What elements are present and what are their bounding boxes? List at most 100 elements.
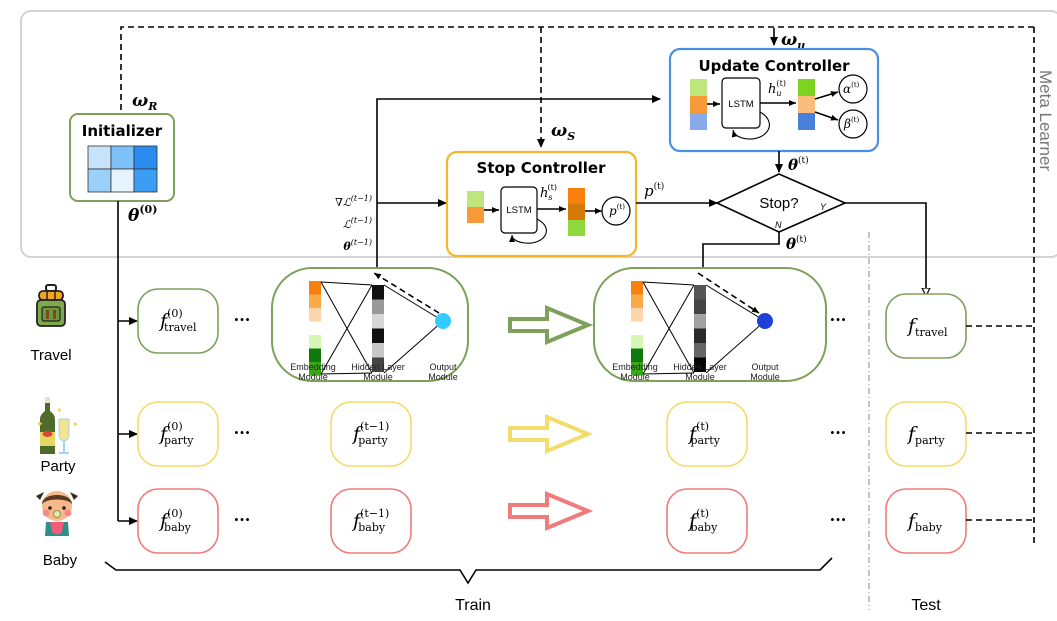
svg-text:✦: ✦ bbox=[56, 406, 63, 415]
hidden-cell bbox=[694, 328, 706, 343]
hollow-arrow-party bbox=[508, 414, 594, 454]
model-baby-prev-frame bbox=[330, 488, 412, 554]
svg-text:✦: ✦ bbox=[72, 420, 79, 429]
meta-learner-label: Meta Learner bbox=[1036, 70, 1055, 171]
module-label: Module bbox=[685, 372, 715, 382]
update-lstm-label: LSTM bbox=[728, 99, 753, 110]
connection bbox=[642, 281, 695, 286]
update-arrow bbox=[697, 272, 760, 314]
update-output-cell bbox=[798, 113, 815, 130]
model-baby-prev-label: f(t−1)baby bbox=[351, 507, 389, 534]
update-input-cell bbox=[690, 96, 707, 113]
embedding-cell bbox=[631, 321, 643, 335]
hidden-cell bbox=[372, 314, 384, 329]
stop-decision: Stop? Y N bbox=[715, 173, 847, 233]
beta-label: β(t) bbox=[843, 116, 859, 131]
embedding-cell bbox=[309, 294, 321, 308]
model-party-current-label: f(t)party bbox=[687, 420, 721, 447]
model-travel-initial-label: f(0)travel bbox=[158, 307, 197, 334]
ellipsis-marks: ·················· bbox=[234, 310, 847, 529]
hollow-arrow-travel bbox=[508, 305, 594, 345]
alpha-label: α(t) bbox=[843, 81, 860, 96]
model-baby-initial-frame bbox=[137, 488, 219, 554]
embedding-cell bbox=[631, 335, 643, 349]
model-baby-test: fbaby bbox=[885, 488, 967, 554]
module-label: Module bbox=[750, 372, 780, 382]
theta0-label: θ(0) bbox=[128, 203, 157, 226]
model-party-prev: f(t−1)party bbox=[330, 401, 412, 467]
update-output-vector bbox=[798, 79, 815, 130]
update-output-cell bbox=[798, 79, 815, 96]
task-label-baby: Baby bbox=[43, 552, 78, 569]
connection bbox=[320, 284, 373, 375]
loss-label: ℒ(t−1) bbox=[343, 216, 372, 231]
connection bbox=[642, 281, 695, 374]
stop-controller-block: Stop Controller LSTM hs(t) p(t) bbox=[445, 150, 638, 258]
ellipsis: ··· bbox=[234, 510, 251, 529]
module-label: Hidden Layer bbox=[673, 362, 727, 372]
model-baby-initial-label: f(0)baby bbox=[158, 507, 192, 534]
connection bbox=[642, 284, 695, 375]
model-party-current: f(t)party bbox=[666, 401, 748, 467]
update-input-cell bbox=[690, 113, 707, 130]
ellipsis: ··· bbox=[830, 510, 847, 529]
grid-cell bbox=[87, 145, 112, 170]
output-node bbox=[757, 313, 773, 329]
grid-cell bbox=[133, 168, 158, 193]
module-label: Embedding bbox=[290, 362, 336, 372]
stop-lstm-label: LSTM bbox=[506, 205, 531, 216]
embedding-cell bbox=[309, 308, 321, 322]
grid-cell bbox=[87, 168, 112, 193]
embedding-cell bbox=[309, 348, 321, 362]
initializer-parameter-grid bbox=[87, 145, 158, 193]
train-label: Train bbox=[455, 597, 491, 614]
output-node bbox=[435, 313, 451, 329]
decision-yes: Y bbox=[820, 202, 827, 212]
model-party-initial-frame bbox=[137, 401, 219, 467]
task-model-grid: f(0)travel ftravel f(0)party f(t−1)party f(t… bbox=[137, 288, 967, 554]
backprop-arrow bbox=[373, 272, 440, 314]
update-arrows bbox=[508, 305, 594, 531]
connection bbox=[320, 281, 373, 286]
ellipsis: ··· bbox=[234, 423, 251, 442]
alpha-node bbox=[838, 74, 868, 104]
stop-controller-title: Stop Controller bbox=[477, 159, 607, 177]
train-brace bbox=[104, 557, 833, 585]
connection bbox=[320, 372, 373, 375]
hidden-cell bbox=[372, 357, 384, 372]
backpack-icon bbox=[36, 284, 66, 327]
update-to-beta bbox=[814, 111, 839, 121]
model-travel-initial-frame bbox=[137, 288, 219, 354]
stop-probability-label: p(t) bbox=[609, 203, 625, 218]
embedding-cell bbox=[309, 281, 321, 295]
model-party-prev-frame bbox=[330, 401, 412, 467]
hidden-cell bbox=[372, 343, 384, 358]
model-party-initial: f(0)party bbox=[137, 401, 219, 467]
module-label: Module bbox=[363, 372, 393, 382]
initializer-block: Initializer bbox=[69, 113, 175, 202]
model-party-prev-label: f(t−1)party bbox=[351, 420, 389, 447]
stop-lstm-cell bbox=[500, 186, 538, 234]
hidden-cell bbox=[694, 357, 706, 372]
feedback-dashed-line bbox=[117, 26, 1034, 143]
module-label: Module bbox=[428, 372, 458, 382]
ellipsis: ··· bbox=[830, 310, 847, 329]
svg-text:✦: ✦ bbox=[36, 419, 44, 429]
stop-input-vector bbox=[467, 191, 484, 223]
baby-icon bbox=[36, 491, 78, 536]
model-party-current-frame bbox=[666, 401, 748, 467]
theta-prev-label: θ(t−1) bbox=[343, 238, 372, 253]
connection bbox=[705, 284, 766, 322]
embedding-cell bbox=[631, 294, 643, 308]
hidden-cell bbox=[372, 299, 384, 314]
connection bbox=[383, 284, 444, 322]
connection bbox=[383, 320, 444, 374]
model-travel-test-label: ftravel bbox=[906, 315, 948, 339]
inputs-trunk bbox=[376, 95, 661, 268]
grad-loss-label: ∇ℒ(t−1) bbox=[335, 194, 372, 209]
embedding-cell bbox=[631, 281, 643, 295]
model-baby-current-label: f(t)baby bbox=[687, 507, 718, 534]
module-label: Output bbox=[751, 362, 779, 372]
update-controller-title: Update Controller bbox=[698, 57, 850, 75]
